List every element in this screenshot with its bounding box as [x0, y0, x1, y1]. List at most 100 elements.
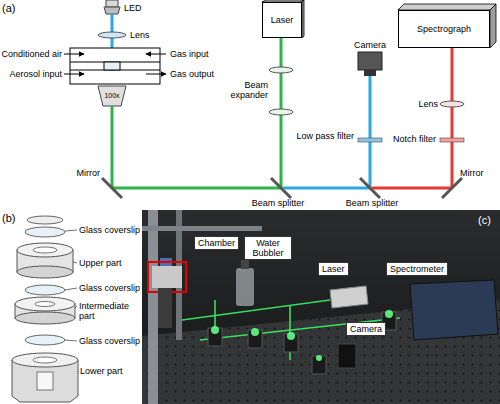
beam-glow [211, 326, 219, 334]
leader-line [73, 262, 77, 263]
photo-tag: Laser [318, 262, 349, 276]
spectrometer-photo [410, 280, 498, 340]
part-label: Notch filter [376, 134, 436, 144]
beam-glow [251, 328, 259, 336]
part-label: Mirror [60, 168, 100, 178]
leader-line [65, 340, 77, 341]
chamber-exploded-view [12, 216, 78, 402]
part-label: Upper part [79, 258, 141, 268]
mirror-symbol [102, 178, 122, 198]
spectrograph-box: Spectrograph [398, 10, 490, 48]
part-label: (b) [2, 212, 26, 224]
objective-lens [98, 86, 126, 106]
flow-arrow [146, 74, 166, 75]
lab-photo [142, 210, 500, 404]
beam-photo [182, 300, 330, 320]
filter-symbol [358, 138, 382, 142]
flow-arrow [64, 54, 84, 55]
part-label: Camera [345, 40, 395, 50]
node-text: Laser [322, 264, 345, 274]
node-text: Spectrometer [390, 264, 444, 274]
mirror-symbol [442, 178, 462, 198]
part-label: Conditioned air [0, 49, 62, 59]
coverslip-part [25, 335, 65, 345]
part-label: Glass coverslip [79, 225, 141, 235]
signal-beam [369, 76, 372, 188]
frame-bar [142, 226, 262, 231]
photo-tag: Chamber [194, 236, 239, 250]
coverslip-part [25, 285, 65, 295]
beam-glow [385, 310, 393, 318]
leader-line [65, 288, 77, 290]
highlight-box [148, 262, 186, 292]
part-label: Glass coverslip [79, 336, 141, 346]
intermediate-part-top [15, 297, 75, 311]
expander-lens [269, 109, 293, 115]
camera-symbol [358, 52, 382, 70]
part-label: Glass coverslip [79, 283, 141, 293]
flow-arrow [64, 74, 84, 75]
part-label: Gas input [170, 49, 225, 59]
filter-symbol [440, 138, 464, 142]
laser-beam [112, 187, 281, 190]
microscope-column [158, 288, 172, 328]
led-body [106, 0, 118, 7]
objective-label-shape: 100x [100, 88, 124, 104]
node-text: Laser [271, 15, 294, 25]
photo-tag: Water Bubbler [244, 236, 292, 260]
optic-mount [312, 356, 326, 374]
laser-beam [111, 106, 114, 188]
chamber-window [104, 62, 120, 70]
lens-symbol [440, 101, 464, 107]
camera-lens [364, 70, 376, 76]
upper-part-top [17, 243, 73, 257]
led-source [104, 0, 120, 14]
lens-symbol [98, 32, 126, 38]
part-label: Low pass filter [274, 131, 354, 141]
top-ring [27, 216, 63, 224]
bubbler-cap [241, 260, 249, 269]
chamber-body [70, 48, 160, 84]
part-label: LED [124, 3, 154, 13]
lower-part-bore [33, 357, 57, 363]
bubbler-bottle [236, 268, 254, 306]
chamber-photo [152, 266, 182, 288]
raman-beam [451, 48, 454, 188]
leader-line [75, 306, 77, 308]
part-label: Beam splitter [243, 198, 313, 208]
part-label: Lower part [80, 366, 142, 376]
beam-glow [287, 332, 295, 340]
expander-lens [269, 67, 293, 73]
leader-lines [65, 230, 79, 372]
part-label: Intermediate part [79, 301, 141, 321]
part-label: Lens [130, 30, 160, 40]
coverslip-part [25, 227, 65, 237]
photo-tag: Camera [346, 322, 386, 336]
part-label: Lens [408, 99, 438, 109]
camera-photo [338, 344, 356, 368]
flow-arrow [146, 54, 166, 55]
lower-part-top [12, 353, 78, 367]
intermediate-part-base [15, 312, 75, 324]
optic-mounts [208, 312, 396, 374]
part-label: Mirror [460, 168, 500, 178]
node-text: Water Bubbler [248, 238, 288, 258]
leader-line [78, 371, 79, 372]
part-label: Beam expander [224, 80, 268, 100]
laser-box-side [302, 0, 304, 38]
part-label: (a) [2, 2, 26, 14]
laser-photo [330, 286, 368, 308]
photo-background [142, 210, 500, 404]
photo-tag: Spectrometer [386, 262, 448, 276]
beam-glows [211, 310, 393, 361]
node-text: Chamber [198, 238, 235, 248]
node-text: Camera [350, 324, 382, 334]
node-text: 100x [104, 91, 119, 101]
node-text: Spectrograph [417, 24, 471, 34]
part-label: (c) [478, 214, 500, 226]
part-label: Aerosol input [0, 69, 62, 79]
intermediate-part-bore [35, 302, 55, 307]
chamber-schematic [70, 48, 160, 84]
upper-part-bore [33, 247, 57, 253]
part-label: Beam splitter [337, 198, 407, 208]
